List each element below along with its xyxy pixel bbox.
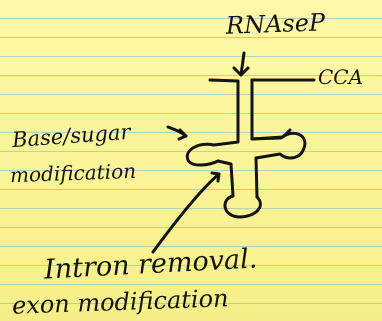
acceptor-right-arm: [252, 80, 290, 139]
acceptor-left-arm: [210, 80, 238, 145]
intron-pointer-line: [153, 174, 219, 252]
anticodon-stem-left: [218, 161, 233, 196]
t-loop: [252, 133, 305, 158]
intron-label-line2: exon modification: [12, 286, 229, 318]
rnase-p-label: RNAseP: [226, 10, 326, 37]
d-loop: [187, 144, 218, 165]
base-sugar-label-line2: modification: [10, 161, 137, 185]
anticodon-loop: [225, 196, 260, 217]
cca-label: CCA: [318, 67, 363, 87]
base-mod-arrow-head: [179, 130, 186, 139]
anticodon-stem-right: [256, 158, 257, 197]
